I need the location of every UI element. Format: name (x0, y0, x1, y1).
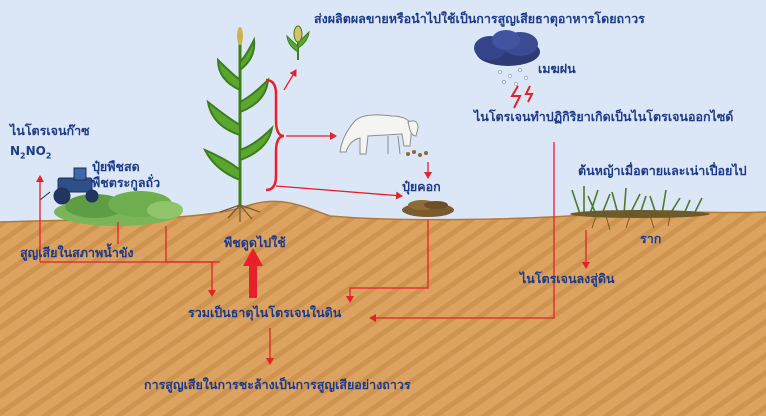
roots-label: ราก (640, 231, 662, 246)
grass-roots (591, 215, 671, 231)
harvest-loss-label: ส่งผลิตผลขายหรือนำไปใช้เป็นการสูญเสียธาต… (314, 11, 645, 26)
lightning-icon (510, 85, 534, 109)
plant-uptake-label: พืชดูดไปใช้ (224, 235, 286, 250)
rain-cloud-label: เมฆฝน (538, 61, 576, 76)
rain-drops (498, 68, 528, 86)
n-into-soil-label: ไนโตรเจนลงสู่ดิน (520, 271, 615, 286)
uptake-arrow (243, 248, 263, 298)
waterlogged-loss-label: สูญเสียในสภาพน้ำขัง (20, 245, 134, 260)
corn-plant-icon (202, 27, 274, 222)
soil-n-pool-label: รวมเป็นธาตุไนโตรเจนในดิน (188, 305, 342, 320)
leaching-loss-label: การสูญเสียในการชะล้างเป็นการสูญเสียอย่าง… (144, 377, 411, 392)
n2-symbol: N (10, 144, 21, 158)
no2-symbol: NO (25, 144, 46, 158)
no2-subscript: 2 (45, 151, 52, 161)
nitrogen-gas-label: ไนโตรเจนก๊าซ (10, 123, 90, 138)
legume-bush (54, 191, 183, 226)
n2-subscript: 2 (20, 151, 26, 161)
grass-clump (571, 186, 703, 215)
manure-label: ปุ๋ยคอก (402, 179, 441, 194)
manure-heap-icon (402, 200, 454, 217)
flow-arrows (36, 69, 590, 365)
small-corn-icon (286, 25, 310, 60)
manure-dots (406, 150, 428, 157)
rain-cloud-icon (474, 30, 540, 66)
soil-layer (0, 201, 766, 416)
decay-grass-label: ต้นหญ้าเมื่อตายและเน่าเปื่อยไป (578, 163, 747, 178)
tractor-icon (39, 167, 99, 205)
curly-brace (265, 78, 285, 192)
green-manure-label: ปุ๋ยพืชสด (92, 159, 140, 174)
cow-icon (339, 114, 419, 155)
legume-label: พืชตระกูลถั่ว (92, 175, 161, 190)
formula-label: N2NO2 (10, 144, 51, 160)
oxide-formation-label: ไนโตรเจนทำปฏิกิริยาเกิดเป็นไนโตรเจนออกไซ… (474, 109, 734, 124)
